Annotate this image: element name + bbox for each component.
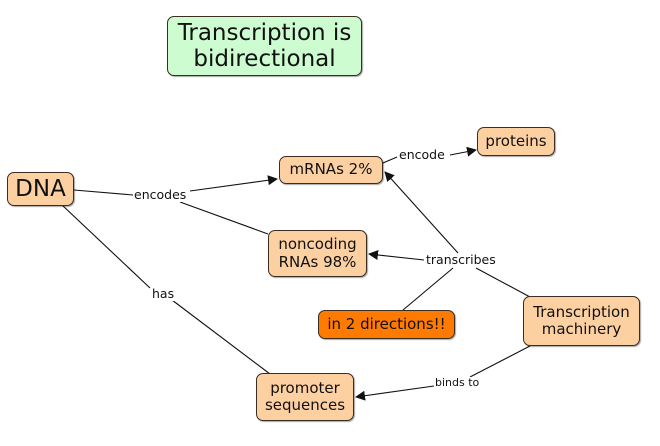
line-dna-encodes — [73, 189, 134, 196]
node-noncoding[interactable]: noncoding RNAs 98% — [268, 230, 367, 277]
machinery-label: Transcription machinery — [533, 302, 630, 338]
mrnas-label: mRNAs 2% — [289, 160, 373, 179]
line-machinery-transcribes — [475, 267, 531, 298]
line-directions-transcribes — [402, 267, 454, 311]
directions-label: in 2 directions!! — [327, 314, 446, 333]
noncoding-label: noncoding RNAs 98% — [278, 235, 357, 271]
link-label-has[interactable]: has — [151, 286, 176, 301]
node-dna[interactable]: DNA — [7, 172, 74, 206]
title-node[interactable]: Transcription is bidirectional — [167, 16, 362, 76]
line-encodes-noncoding — [179, 201, 269, 235]
link-label-encodes[interactable]: encodes — [133, 187, 188, 202]
node-in-2-directions[interactable]: in 2 directions!! — [318, 310, 455, 339]
line-has-promoter — [171, 299, 271, 375]
link-label-transcribes[interactable]: transcribes — [425, 252, 497, 267]
node-promoter-sequences[interactable]: promoter sequences — [256, 373, 354, 421]
link-label-encode[interactable]: encode — [398, 147, 446, 162]
proteins-label: proteins — [485, 131, 547, 150]
line-machinery-binds — [469, 345, 531, 378]
line-mrnas-encode — [382, 156, 398, 164]
node-proteins[interactable]: proteins — [477, 127, 555, 156]
title-text: Transcription is bidirectional — [177, 19, 352, 72]
line-encode-proteins — [449, 146, 477, 157]
line-dna-has — [61, 204, 151, 289]
line-transcribes-mrnas — [384, 171, 459, 254]
line-transcribes-noncoding — [368, 250, 425, 261]
promoter-label: promoter sequences — [264, 378, 346, 414]
line-encodes-mrnas — [189, 175, 278, 192]
node-mrnas[interactable]: mRNAs 2% — [279, 156, 383, 184]
line-binds-promoter — [355, 385, 435, 401]
node-transcription-machinery[interactable]: Transcription machinery — [523, 296, 640, 346]
link-label-binds-to[interactable]: binds to — [434, 376, 481, 389]
dna-label: DNA — [15, 175, 66, 202]
